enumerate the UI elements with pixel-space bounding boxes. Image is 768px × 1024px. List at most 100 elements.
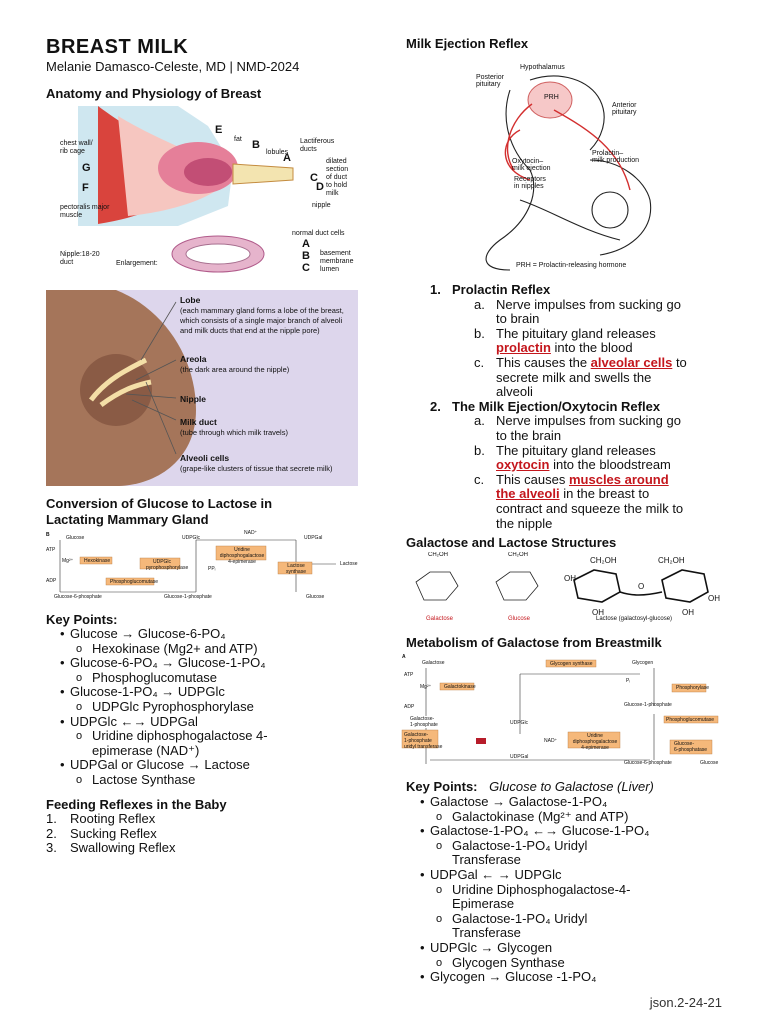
kp-right-2-sub: Galactose-1-PO₄ Uridyl: [406, 838, 746, 854]
struct-oh-2: OH: [708, 594, 720, 603]
me-prolactin: Prolactin–milk production: [592, 150, 640, 164]
kp-right-3-sub-2-cont: Transferase: [452, 925, 521, 941]
struct-lactose: Lactose (galactosyl-glucose): [596, 616, 673, 622]
label-g: G: [82, 162, 91, 174]
struct-ch2oh-4: CH₂OH: [658, 556, 685, 565]
text-basement: basement: [320, 250, 351, 257]
text-muscle: muscle: [60, 212, 83, 219]
kp-left-4: UDPGlc ←→ UDPGal: [46, 714, 366, 730]
kp-left-4-sub-cont: epimerase (NAD⁺): [92, 742, 200, 758]
struct-oh-4: OH: [682, 608, 694, 617]
kp-left-1: Glucose → Glucose-6-PO₄: [46, 626, 366, 642]
struct-galactose: Galactose: [426, 616, 454, 622]
met-galactokinase: Galactokinase: [444, 684, 476, 690]
kp-right-1: Galactose → Galactose-1-PO₄: [406, 794, 746, 810]
met-panel: A: [402, 654, 406, 660]
me-hypothalamus: Hypothalamus: [520, 64, 565, 71]
label-f: F: [82, 182, 89, 194]
reflex-1-c: c.This causes the alveolar cells to: [474, 354, 687, 370]
lobe-desc-3: and milk ducts that end at the nipple po…: [180, 326, 320, 335]
text-nipple: nipple: [312, 202, 331, 209]
text-duct: duct: [60, 259, 74, 266]
feeding-list: 1.Rooting Reflex 2.Sucking Reflex 3.Swal…: [46, 811, 366, 856]
key-points-label-left: Key Points:: [46, 612, 118, 627]
text-membrane: membrane: [320, 258, 354, 265]
reflex-1-title: 1.Prolactin Reflex: [430, 282, 551, 297]
reflex-1-c-cont-2: alveoli: [496, 384, 533, 400]
reflex-list: 1.Prolactin Reflex a.Nerve impulses from…: [406, 282, 746, 531]
areola-title: Areola: [180, 354, 207, 364]
met-g6p: Glucose-6-phosphate: [624, 760, 672, 766]
met-g6pase: Glucose-6-phosphatase: [674, 741, 708, 753]
kp-left-5-sub: Lactose Synthase: [46, 772, 366, 788]
milk-ejection-heading: Milk Ejection Reflex: [406, 36, 529, 51]
footer-code: json.2-24-21: [649, 995, 722, 1010]
met-adp: ADP: [404, 704, 415, 710]
kp-right-2-sub-cont: Transferase: [452, 852, 521, 868]
label-a2: A: [302, 238, 310, 250]
conv-glucose-2: Glucose: [306, 594, 325, 600]
reflex-2-c-cont-3: the nipple: [496, 515, 553, 531]
struct-ch2oh-2: CH₂OH: [508, 552, 528, 558]
reflex-2-a: a.Nerve impulses from sucking go: [474, 413, 681, 429]
lobe-title: Lobe: [180, 295, 201, 305]
reflex-1-c-cont-1: secrete milk and swells the: [496, 369, 652, 385]
galactose-metabolism-diagram: A Galactose Glycogen synthase Glycogen A…: [400, 654, 726, 768]
reflex-2-c-cont-2: contract and squeeze the milk to: [496, 500, 684, 516]
met-glycogen-synthase: Glycogen synthase: [550, 661, 593, 667]
reflex-1-a: a.Nerve impulses from sucking go: [474, 296, 681, 312]
struct-oh-1: OH: [564, 574, 576, 583]
kp-left-1-sub: Hexokinase (Mg2+ and ATP): [46, 641, 366, 657]
struct-ch2oh-1: CH₂OH: [428, 552, 448, 558]
conv-atp: ATP: [46, 547, 56, 553]
text-pectoralis: pectoralis major: [60, 204, 110, 211]
kp-right-4-sub: Glycogen Synthase: [406, 955, 746, 971]
breast-anatomy-figure: E B A C D G F A B C fat lobules Lactifer…: [58, 106, 364, 276]
prolactin-highlight: prolactin: [496, 340, 551, 356]
met-phosphorylase: Phosphorylase: [676, 685, 710, 691]
page-title: BREAST MILK: [46, 36, 189, 58]
label-e: E: [215, 124, 223, 136]
conv-udpglc: UDPGlc: [182, 535, 201, 541]
met-phosphoglucomutase: Phosphoglucomutase: [666, 717, 715, 723]
label-d: D: [316, 181, 324, 193]
kp-right-4: UDPGlc → Glycogen: [406, 940, 746, 956]
conv-glucose: Glucose: [66, 535, 85, 541]
text-to-hold: to hold: [326, 182, 348, 189]
reflex-2-b: b.The pituitary gland releases: [474, 442, 656, 458]
met-glucose: Glucose: [700, 760, 719, 766]
galactose-heading: Galactose and Lactose Structures: [406, 535, 617, 550]
text-dilated: dilated: [326, 158, 347, 165]
text-lumen: lumen: [320, 266, 340, 273]
reflex-2-c-cont-1: the alveoli in the breast to: [496, 486, 650, 502]
kp-right-5: Glycogen → Glucose -1-PO₄: [406, 970, 746, 985]
struct-glucose: Glucose: [508, 616, 531, 622]
nipple-title: Nipple: [180, 394, 206, 404]
kp-left-2-sub: Phosphoglucomutase: [46, 670, 366, 686]
met-udpglc: UDPGlc: [510, 720, 529, 726]
me-oxytocin: Oxytocin–milk ejection: [512, 158, 551, 172]
key-points-right: Galactose → Galactose-1-PO₄ Galactokinas…: [406, 794, 746, 985]
kp-right-3: UDPGal ← → UDPGlc: [406, 867, 746, 883]
areola-desc: (the dark area around the nipple): [180, 365, 290, 374]
lobe-desc-1: (each mammary gland forms a lobe of the …: [180, 306, 344, 315]
label-b2: B: [302, 250, 310, 262]
text-lobules: lobules: [266, 149, 289, 156]
author-line: Melanie Damasco-Celeste, MD | NMD-2024: [46, 59, 300, 74]
metabolism-heading: Metabolism of Galactose from Breastmilk: [406, 635, 662, 650]
label-c: C: [310, 172, 318, 184]
met-glycogen: Glycogen: [632, 660, 654, 666]
text-enlargement: Enlargement:: [116, 260, 158, 267]
reflex-1-b-cont: prolactin into the blood: [496, 340, 633, 356]
text-section: section: [326, 166, 349, 173]
kp-left-2: Glucose-6-PO₄ → Glucose-1-PO₄: [46, 656, 366, 671]
reflex-2-title: 2.The Milk Ejection/Oxytocin Reflex: [430, 398, 661, 414]
conversion-heading: Conversion of Glucose to Lactose in Lact…: [46, 496, 273, 527]
met-g1p: Glucose-1-phosphate: [624, 702, 672, 708]
